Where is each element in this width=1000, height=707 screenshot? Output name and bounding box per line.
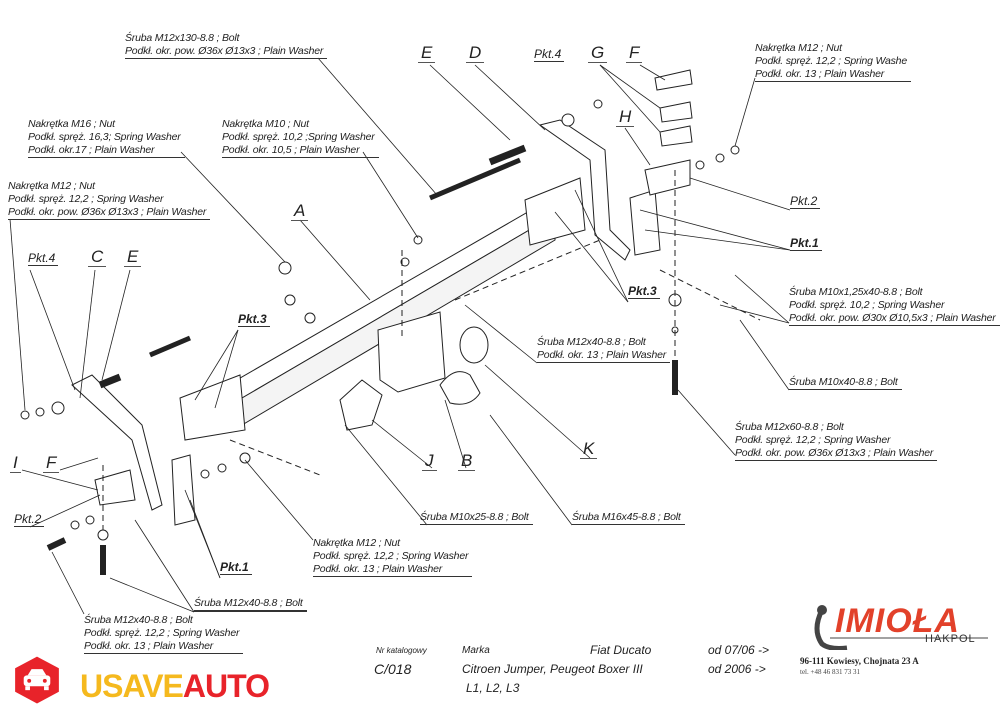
- callout-line: Śruba M12x130-8.8 ; Bolt: [125, 32, 240, 44]
- left-bracket: [71, 374, 196, 526]
- callout-line: Podkł. okr. pow. Ø36x Ø13x3 ; Plain Wash…: [735, 447, 934, 459]
- catalog-label: Nr katalogowy: [376, 646, 427, 655]
- callout-nut-m12-left: Nakrętka M12 ; Nut Podkł. spręż. 12,2 ; …: [8, 180, 211, 220]
- callout-line: Podkł. okr. 13 ; Plain Washer: [313, 563, 443, 575]
- callout-top-bolt: Śruba M12x130-8.8 ; Bolt Podkł. okr. pow…: [125, 32, 328, 59]
- callout-nut-m12-bottom: Nakrętka M12 ; Nut Podkł. spręż. 12,2 ; …: [313, 537, 473, 577]
- date-from-2: od 2006 ->: [708, 662, 766, 676]
- callout-line: Śruba M12x40-8.8 ; Bolt: [84, 614, 193, 626]
- callout-line: Śruba M12x40-8.8 ; Bolt: [194, 597, 303, 609]
- ball-mount: [339, 311, 489, 431]
- point-pkt2: Pkt.2: [790, 194, 821, 209]
- part-letter-k: K: [580, 440, 598, 459]
- bolts: [46, 144, 678, 575]
- part-letter-g: G: [588, 44, 608, 63]
- part-letter-b: B: [458, 452, 476, 471]
- callout-bolt-m12x60: Śruba M12x60-8.8 ; Bolt Podkł. spręż. 12…: [735, 421, 938, 461]
- callout-line: Nakrętka M10 ; Nut: [222, 118, 309, 130]
- watermark-part2: AUTO: [182, 668, 270, 704]
- brand-address: 96-111 Kowiesy, Chojnata 23 A: [800, 656, 919, 666]
- watermark: USAVEAUTO: [80, 668, 270, 704]
- callout-line: Śruba M12x40-8.8 ; Bolt: [537, 336, 646, 348]
- part-letter-e: E: [418, 44, 436, 63]
- callout-line: Podkł. okr. 13 ; Plain Washer: [755, 68, 885, 80]
- point-pkt4: Pkt.4: [28, 251, 59, 266]
- point-pkt3: Pkt.3: [628, 284, 660, 299]
- part-letter-h: H: [616, 108, 635, 127]
- callout-bolt-m12x40-bottom: Śruba M12x40-8.8 ; Bolt: [194, 597, 307, 612]
- callout-line: Podkł. okr. pow. Ø30x Ø10,5x3 ; Plain Wa…: [789, 312, 996, 324]
- point-pkt1: Pkt.1: [790, 236, 822, 251]
- callout-line: Podkł. okr.17 ; Plain Washer: [28, 144, 155, 156]
- leader-lines: [9, 57, 791, 615]
- part-letter-f: F: [43, 454, 60, 473]
- callout-line: Podkł. spręż. 10,2 ;Spring Washer: [222, 131, 375, 143]
- model-fiat: Fiat Ducato: [590, 643, 652, 657]
- part-letter-f: F: [626, 44, 643, 63]
- callout-line: Podkł. spręż. 12,2 ; Spring Washe: [755, 55, 907, 67]
- point-pkt2: Pkt.2: [14, 512, 45, 527]
- callout-line: Śruba M10x1,25x40-8.8 ; Bolt: [789, 286, 923, 298]
- part-letter-c: C: [88, 248, 107, 267]
- watermark-part1: USAVE: [80, 668, 184, 704]
- point-pkt1: Pkt.1: [220, 560, 252, 575]
- callout-bolt-m10x25: Śruba M10x25-8.8 ; Bolt: [420, 511, 533, 525]
- brand-sub: HAKPOL: [925, 633, 976, 645]
- make-label: Marka: [462, 645, 490, 656]
- point-pkt4: Pkt.4: [534, 47, 565, 62]
- callout-line: Nakrętka M12 ; Nut: [313, 537, 400, 549]
- callout-line: Podkł. spręż. 10,2 ; Spring Washer: [789, 299, 945, 311]
- callout-line: Podkł. okr. pow. Ø36x Ø13x3 ; Plain Wash…: [8, 206, 207, 218]
- callout-line: Śruba M16x45-8.8 ; Bolt: [572, 511, 681, 523]
- callout-line: Podkł. okr. 13 ; Plain Washer: [537, 349, 667, 361]
- assembly-axes: [102, 170, 761, 530]
- callout-line: Nakrętka M16 ; Nut: [28, 118, 115, 130]
- towbar-logo-icon: [814, 605, 988, 650]
- callout-bolt-m12x40-left: Śruba M12x40-8.8 ; Bolt Podkł. spręż. 12…: [84, 614, 244, 654]
- callout-bolt-m10x125: Śruba M10x1,25x40-8.8 ; Bolt Podkł. sprę…: [789, 286, 1000, 326]
- part-letter-a: A: [291, 202, 309, 221]
- brand-logo: IMIOŁA: [835, 602, 960, 640]
- part-letter-d: D: [466, 44, 485, 63]
- callout-line: Podkł. okr. 13 ; Plain Washer: [84, 640, 214, 652]
- part-letter-i: I: [10, 454, 21, 473]
- callout-nut-m12-right: Nakrętka M12 ; Nut Podkł. spręż. 12,2 ; …: [755, 42, 911, 82]
- callout-bolt-m16x45: Śruba M16x45-8.8 ; Bolt: [572, 511, 685, 525]
- callout-nut-m16: Nakrętka M16 ; Nut Podkł. spręż. 16,3; S…: [28, 118, 185, 158]
- callout-line: Podkł. spręż. 12,2 ; Spring Washer: [8, 193, 164, 205]
- model-variants: L1, L2, L3: [466, 681, 520, 695]
- crossbar-a: [179, 177, 586, 441]
- callout-nut-m10: Nakrętka M10 ; Nut Podkł. spręż. 10,2 ;S…: [222, 118, 379, 158]
- part-letter-j: J: [422, 452, 437, 471]
- callout-line: Podkł. spręż. 16,3; Spring Washer: [28, 131, 181, 143]
- callout-line: Nakrętka M12 ; Nut: [8, 180, 95, 192]
- right-bracket: [538, 69, 693, 261]
- brand-phone: tel. +48 46 831 73 31: [800, 668, 860, 676]
- callout-line: Podkł. spręż. 12,2 ; Spring Washer: [313, 550, 469, 562]
- date-from-1: od 07/06 ->: [708, 643, 770, 657]
- callout-line: Podkł. spręż. 12,2 ; Spring Washer: [735, 434, 891, 446]
- washers: [20, 99, 740, 541]
- callout-line: Podkł. okr. pow. Ø36x Ø13x3 ; Plain Wash…: [125, 45, 324, 57]
- model-citroen-peugeot: Citroen Jumper, Peugeot Boxer III: [462, 662, 643, 676]
- callout-bolt-m10x40: Śruba M10x40-8.8 ; Bolt: [789, 376, 902, 390]
- callout-line: Podkł. okr. 10,5 ; Plain Washer: [222, 144, 360, 156]
- callout-line: Śruba M12x60-8.8 ; Bolt: [735, 421, 844, 433]
- callout-line: Nakrętka M12 ; Nut: [755, 42, 842, 54]
- callout-line: Podkł. spręż. 12,2 ; Spring Washer: [84, 627, 240, 639]
- catalog-number: C/018: [374, 661, 412, 677]
- callout-bolt-m12x40-center: Śruba M12x40-8.8 ; Bolt Podkł. okr. 13 ;…: [537, 336, 671, 363]
- point-pkt3: Pkt.3: [238, 312, 270, 327]
- car-icon: [15, 656, 59, 704]
- part-letter-e: E: [124, 248, 142, 267]
- callout-line: Śruba M10x40-8.8 ; Bolt: [789, 376, 898, 388]
- callout-line: Śruba M10x25-8.8 ; Bolt: [420, 511, 529, 523]
